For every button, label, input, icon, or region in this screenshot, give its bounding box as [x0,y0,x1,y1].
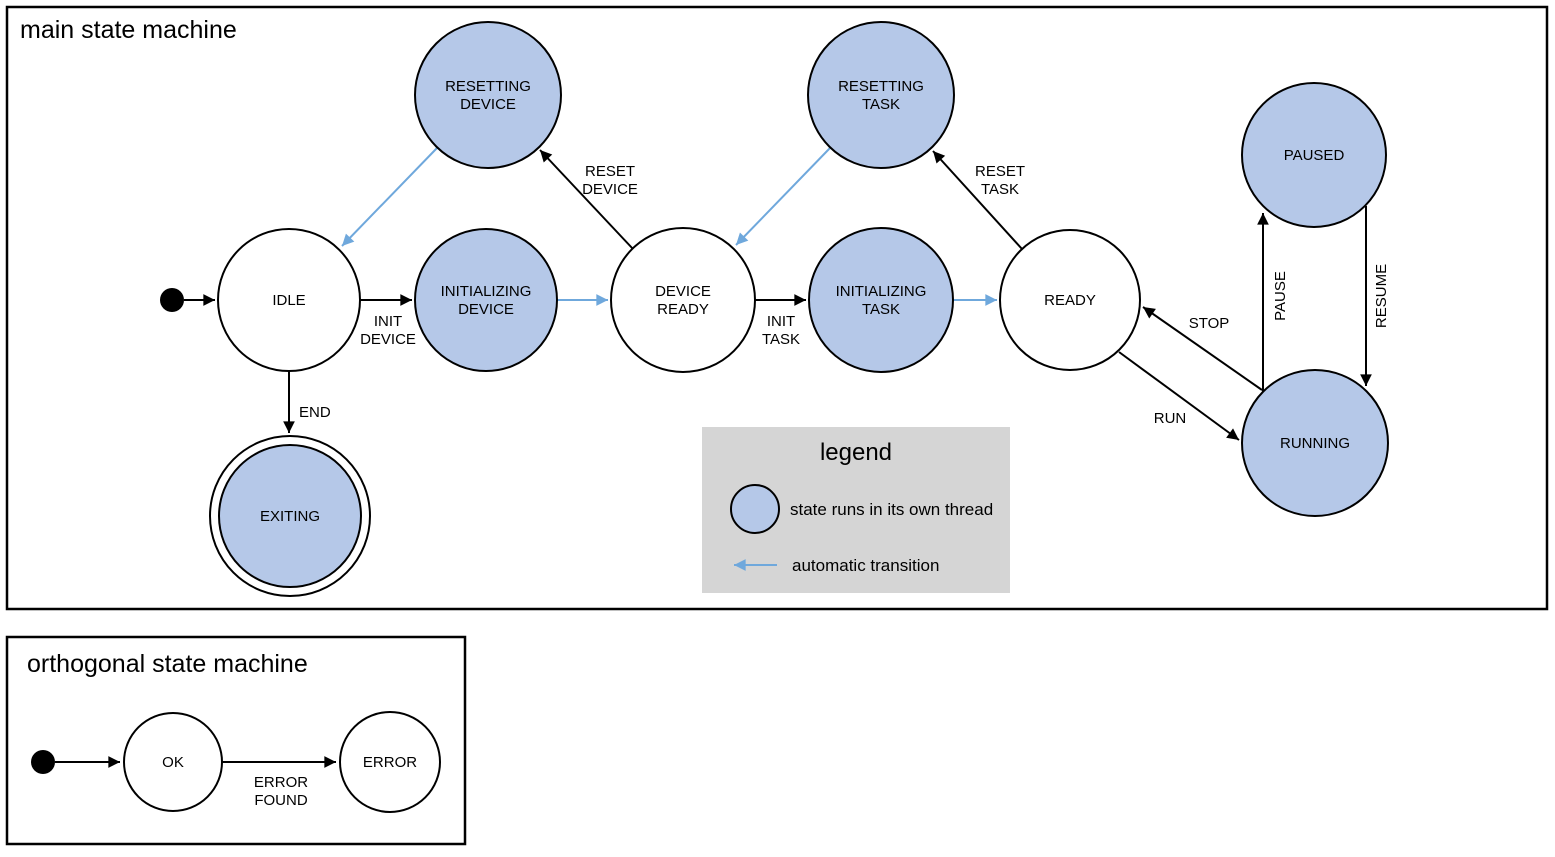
state-initializing-device: INITIALIZING DEVICE [414,228,558,372]
svg-text:INIT: INIT [767,313,795,330]
svg-text:TASK: TASK [981,181,1019,198]
orthogonal-state-machine: orthogonal state machine ERROR FOUND OK … [5,635,467,846]
svg-text:RESET: RESET [585,163,635,180]
state-resetting-device-label-line1: RESETTING [445,78,531,95]
transition-end-label: END [299,404,331,421]
state-running-label: RUNNING [1280,435,1350,452]
transition-stop-arrow [1142,306,1263,391]
state-resetting-device: RESETTING DEVICE [414,21,562,169]
initial-state-dot-main [160,288,184,312]
svg-text:RESET: RESET [975,163,1025,180]
svg-text:FOUND: FOUND [254,792,307,809]
state-initializing-task-label-line1: INITIALIZING [836,283,927,300]
main-machine-container [5,5,1549,611]
legend-thread-state-circle-icon [730,484,780,534]
state-paused: PAUSED [1241,82,1387,228]
transition-auto-resetting-task-to-device-ready-arrow [735,147,831,246]
state-error-label: ERROR [363,754,417,771]
transition-init-device-label: INIT DEVICE [360,313,416,348]
legend-automatic-transition-label: automatic transition [792,556,939,575]
state-device-ready-label-line1: DEVICE [655,283,711,300]
orthogonal-machine-container [5,635,467,846]
svg-text:TASK: TASK [762,331,800,348]
state-exiting-final: EXITING [209,435,371,597]
state-running: RUNNING [1241,369,1389,517]
state-ok: OK [123,712,223,812]
state-initializing-device-label-line1: INITIALIZING [441,283,532,300]
main-state-machine: main state machine INIT DEVICE RESET DEV… [5,5,1549,611]
transition-reset-task-arrow [932,150,1023,250]
transition-resume-label: RESUME [1373,264,1390,328]
transition-run-arrow [1118,351,1240,441]
transition-stop-label: STOP [1189,315,1230,332]
state-paused-label: PAUSED [1284,147,1345,164]
transition-auto-resetting-device-to-idle-arrow [341,147,438,247]
legend-thread-state-label: state runs in its own thread [790,500,993,519]
legend-title: legend [820,439,892,466]
transition-init-task-label: INIT TASK [762,313,800,348]
state-resetting-task-label-line2: TASK [862,96,900,113]
svg-text:INIT: INIT [374,313,402,330]
initial-state-dot-orthogonal [31,750,55,774]
state-ready-label: READY [1044,292,1096,309]
state-ready: READY [999,229,1141,371]
main-machine-title: main state machine [20,16,237,44]
transition-run-label: RUN [1154,410,1187,427]
state-resetting-device-label-line2: DEVICE [460,96,516,113]
svg-text:DEVICE: DEVICE [582,181,638,198]
transition-reset-device-label: RESET DEVICE [582,163,638,198]
state-device-ready: DEVICE READY [610,227,756,373]
state-initializing-task: INITIALIZING TASK [808,227,954,373]
state-resetting-task: RESETTING TASK [807,21,955,169]
state-resetting-task-label-line1: RESETTING [838,78,924,95]
transition-pause-label: PAUSE [1272,271,1289,321]
svg-text:ERROR: ERROR [254,774,308,791]
state-error: ERROR [339,711,441,813]
state-initializing-task-label-line2: TASK [862,301,900,318]
state-ok-label: OK [162,754,184,771]
state-idle-label: IDLE [272,292,305,309]
state-initializing-device-label-line2: DEVICE [458,301,514,318]
state-exiting-label: EXITING [260,508,320,525]
transition-reset-device-arrow [539,149,634,250]
transition-reset-task-label: RESET TASK [975,163,1025,198]
orthogonal-machine-title: orthogonal state machine [27,650,308,678]
svg-text:DEVICE: DEVICE [360,331,416,348]
state-device-ready-label-line2: READY [657,301,709,318]
legend: legend state runs in its own thread auto… [702,427,1010,593]
transition-error-found-label: ERROR FOUND [254,774,308,809]
state-idle: IDLE [217,228,361,372]
